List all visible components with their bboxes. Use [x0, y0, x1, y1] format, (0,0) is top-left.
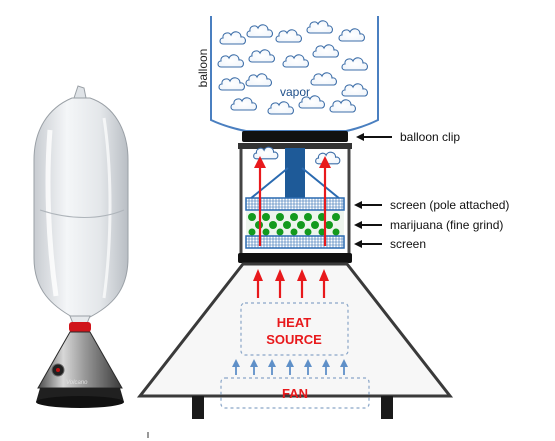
base-foot-right — [381, 396, 393, 419]
balloon-clip — [242, 131, 348, 142]
vapor-cloud — [217, 54, 244, 68]
balloon-section: balloon vapor — [196, 16, 379, 132]
vapor-cloud — [282, 54, 309, 68]
vapor-cloud — [246, 24, 273, 38]
vapor-cloud — [341, 83, 368, 97]
herb-layer — [246, 211, 344, 236]
balloon-side-label: balloon — [196, 49, 210, 88]
chamber-airflow-arrows — [254, 156, 331, 246]
volcano-wordmark: Volcano — [66, 380, 88, 386]
bag-knot — [73, 85, 87, 99]
vapor-cloud — [298, 95, 325, 109]
vapor-cloud — [312, 44, 339, 58]
red-connector — [69, 322, 91, 332]
base-foot-left — [192, 396, 204, 419]
callout-text-balloon-clip: balloon clip — [400, 130, 460, 144]
vapor-cloud — [230, 97, 257, 111]
vapor-cloud — [315, 151, 341, 165]
heat-source-box — [240, 302, 349, 356]
heat-source-label-line1: HEAT — [277, 315, 311, 330]
vapor-cloud — [218, 77, 245, 91]
heater-base: HEAT SOURCE FAN — [136, 262, 454, 419]
callout-text-screen-bottom: screen — [390, 237, 426, 251]
vapor-cloud — [338, 28, 365, 42]
vapor-cloud — [341, 57, 368, 71]
heat-source-label-line2: SOURCE — [266, 332, 322, 347]
vapor-cloud — [245, 73, 272, 87]
vapor-cloud — [253, 146, 279, 160]
callout-balloon-clip: balloon clip — [356, 130, 460, 144]
vapor-label: vapor — [280, 85, 310, 99]
fan-air-arrows — [232, 359, 348, 375]
base-housing — [136, 262, 454, 398]
vapor-cloud — [306, 20, 333, 34]
vapor-cloud — [219, 31, 246, 45]
volcano-photo: Volcano — [33, 85, 129, 408]
chamber-base-clip — [238, 253, 352, 263]
hot-air-arrows — [253, 269, 329, 298]
chamber-vapor-clouds — [253, 146, 341, 165]
filling-chamber — [238, 143, 352, 254]
lower-screen — [245, 235, 345, 249]
vapor-cloud — [275, 29, 302, 43]
vapor-cloud — [329, 99, 356, 113]
vapor-cloud — [248, 49, 275, 63]
vapor-cloud — [310, 72, 337, 86]
vapor-clouds — [217, 20, 368, 115]
callout-screen-bottom: screen — [354, 237, 426, 251]
fan-box — [220, 377, 370, 409]
callout-text-marijuana: marijuana (fine grind) — [390, 218, 503, 232]
callout-text-screen-pole: screen (pole attached) — [390, 198, 509, 212]
fan-label: FAN — [282, 386, 308, 401]
callout-screen-pole: screen (pole attached) — [354, 198, 509, 212]
callout-marijuana: marijuana (fine grind) — [354, 218, 503, 232]
screen-pole — [285, 148, 305, 198]
vapor-cloud — [267, 101, 294, 115]
